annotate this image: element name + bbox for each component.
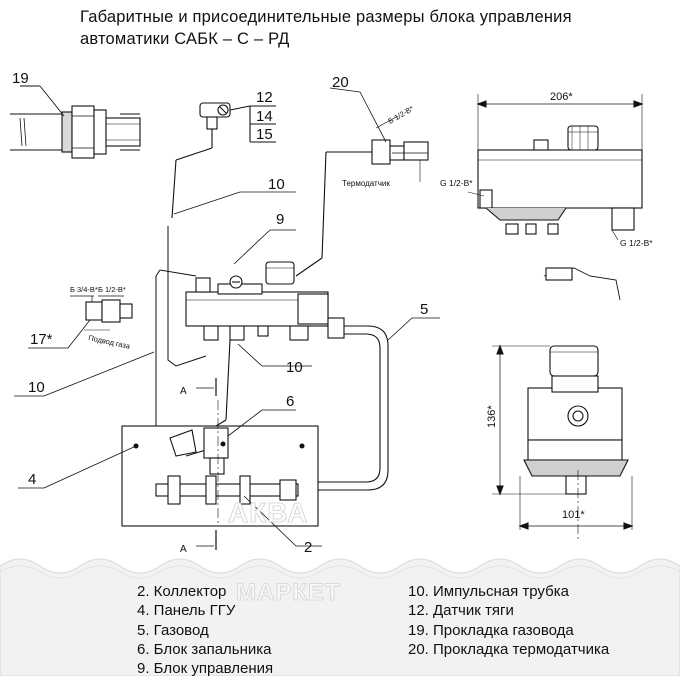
callout-2: 2 bbox=[304, 539, 312, 556]
legend-item-9: 9. Блок управления bbox=[137, 660, 274, 678]
callout-4: 4 bbox=[28, 471, 36, 488]
callout-17: 17* bbox=[30, 331, 53, 348]
callout-19: 19 bbox=[12, 70, 29, 87]
legend-item-12: 12. Датчик тяги bbox=[408, 602, 514, 620]
thread-label-left: Б 1/2-В* bbox=[98, 285, 126, 294]
thread-label-top: Б 1/2-В* bbox=[387, 104, 416, 126]
thread-label-right-1: G 1/2-В* bbox=[440, 178, 473, 188]
dimension-width-bottom: 101* bbox=[562, 509, 585, 521]
legend-item-19: 19. Прокладка газовода bbox=[408, 621, 574, 639]
callout-14: 14 bbox=[256, 108, 273, 125]
callout-10-top: 10 bbox=[268, 176, 285, 193]
gasket-assembly-19 bbox=[10, 85, 141, 159]
wave-decoration bbox=[0, 558, 680, 676]
legend-right: 10. Импульсная трубка 12. Датчик тяги 19… bbox=[408, 582, 609, 659]
callout-15: 15 bbox=[256, 126, 273, 143]
thermo-sensor-20 bbox=[295, 87, 429, 277]
collector-2 bbox=[155, 475, 322, 547]
draft-sensor-12 bbox=[171, 102, 276, 219]
control-block-9 bbox=[185, 229, 345, 341]
thread-label-right-2: G 1/2-В* bbox=[620, 238, 653, 248]
title-line-2: автоматики САБК – С – РД bbox=[80, 30, 290, 48]
top-view bbox=[467, 94, 644, 241]
callout-10-middle: 10 bbox=[286, 359, 303, 376]
dimension-width-top: 206* bbox=[550, 91, 573, 103]
section-a-top: А bbox=[180, 386, 187, 397]
legend-item-6: 6. Блок запальника bbox=[137, 640, 272, 658]
watermark-line-1: АКВА bbox=[228, 497, 308, 528]
gas-inlet-fitting-17 bbox=[28, 295, 133, 349]
callout-9: 9 bbox=[276, 211, 284, 228]
legend-item-20: 20. Прокладка термодатчика bbox=[408, 640, 610, 658]
page-title: Габаритные и присоединительные размеры б… bbox=[80, 6, 572, 50]
dimension-height-side: 136* bbox=[486, 405, 498, 428]
callout-20: 20 bbox=[332, 74, 349, 91]
panel-4 bbox=[18, 409, 319, 527]
title-line-1: Габаритные и присоединительные размеры б… bbox=[80, 8, 572, 26]
watermark-line-2: МАРКЕТ bbox=[236, 579, 341, 606]
thermo-label: Термодатчик bbox=[342, 179, 390, 188]
thread-label-34: Б 3/4-В* bbox=[70, 285, 98, 294]
gas-line-5 bbox=[296, 317, 440, 491]
callout-12: 12 bbox=[256, 89, 273, 106]
legend-item-10: 10. Импульсная трубка bbox=[408, 583, 569, 600]
callout-5: 5 bbox=[420, 301, 428, 318]
front-view bbox=[492, 267, 634, 540]
legend-item-2: 2. Коллектор bbox=[137, 583, 227, 600]
callout-10-left: 10 bbox=[28, 379, 45, 396]
legend-item-4: 4. Панель ГГУ bbox=[137, 602, 236, 620]
section-a-bottom: А bbox=[180, 544, 187, 555]
legend-item-5: 5. Газовод bbox=[137, 621, 209, 639]
callout-6: 6 bbox=[286, 393, 294, 410]
legend-left: 2. Коллектор 4. Панель ГГУ 5. Газовод 6.… bbox=[137, 582, 273, 678]
gas-supply-label: Подвод газа bbox=[88, 333, 132, 351]
